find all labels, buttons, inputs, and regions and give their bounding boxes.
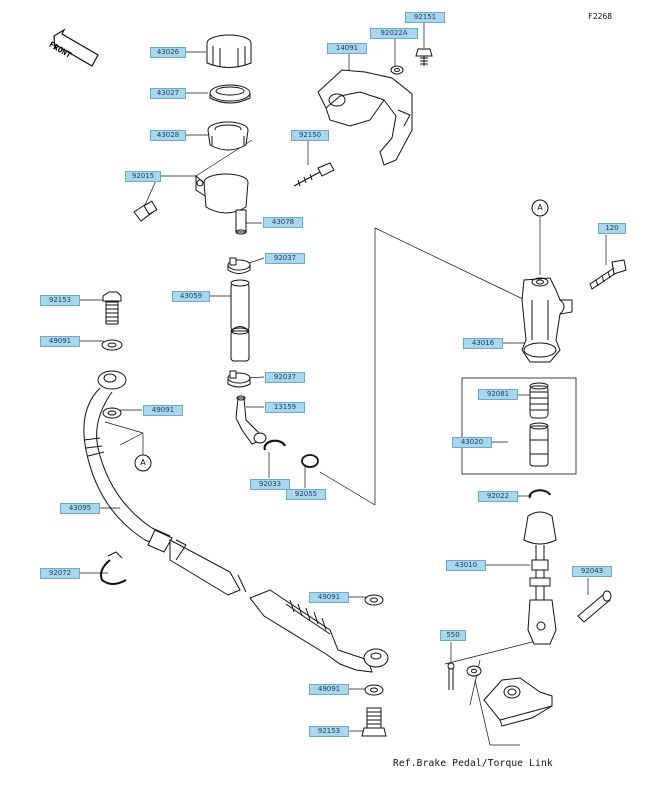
washer-49091-b-part <box>102 407 122 419</box>
part-label-49091-d[interactable]: 49091 <box>309 684 349 695</box>
part-label-43010[interactable]: 43010 <box>446 560 486 571</box>
part-label-92055[interactable]: 92055 <box>286 489 326 500</box>
push-rod-43010-part <box>523 511 557 645</box>
pin-92043-part <box>577 590 612 623</box>
diaphragm-plate-part <box>209 84 251 104</box>
washer-49091-d-part <box>364 684 384 696</box>
brake-pedal-link-part <box>483 677 553 727</box>
part-label-92153-upper[interactable]: 92153 <box>40 295 80 306</box>
part-label-92151[interactable]: 92151 <box>405 12 445 23</box>
banjo-bolt-92153-upper-part <box>102 291 122 325</box>
elbow-fitting-13159-part <box>235 395 267 445</box>
leader-lines <box>78 23 607 746</box>
bolt-92151-part <box>415 48 433 66</box>
brake-hose-43095-part <box>83 387 373 673</box>
bolt-92015-part <box>133 200 158 222</box>
part-label-43078[interactable]: 43078 <box>263 217 303 228</box>
part-label-49091-b[interactable]: 49091 <box>143 405 183 416</box>
part-label-550[interactable]: 550 <box>440 630 466 641</box>
part-label-49091-a[interactable]: 49091 <box>40 336 80 347</box>
cotter-pin-550-part <box>447 662 455 690</box>
part-label-43026[interactable]: 43026 <box>150 47 186 58</box>
part-label-43020[interactable]: 43020 <box>452 437 492 448</box>
hose-43059-part <box>230 279 250 362</box>
banjo-bolt-92153-lower-part <box>361 707 387 737</box>
spring-92081-part <box>529 382 549 419</box>
washer-small-part <box>466 665 482 677</box>
part-label-92037-lower[interactable]: 92037 <box>265 372 305 383</box>
part-label-92037-upper[interactable]: 92037 <box>265 253 305 264</box>
diaphragm-part <box>207 121 249 151</box>
clamp-92037-upper-part <box>227 257 251 274</box>
part-label-92022a[interactable]: 92022A <box>370 28 418 39</box>
part-label-43028[interactable]: 43028 <box>150 130 186 141</box>
callout-a-lower-icon <box>134 454 152 472</box>
master-cylinder-43016-part <box>521 277 573 363</box>
circlip-92033-part <box>263 439 287 451</box>
piston-43020-part <box>529 422 549 467</box>
reservoir-cap-part <box>206 34 252 68</box>
part-label-49091-c[interactable]: 49091 <box>309 592 349 603</box>
callout-a-upper-icon <box>531 199 549 217</box>
part-label-14091[interactable]: 14091 <box>327 43 367 54</box>
part-label-92081[interactable]: 92081 <box>478 389 518 400</box>
front-arrow-icon <box>53 28 99 67</box>
part-label-92072[interactable]: 92072 <box>40 568 80 579</box>
bolt-120-part <box>589 259 627 290</box>
part-label-43016[interactable]: 43016 <box>463 338 503 349</box>
part-label-92015[interactable]: 92015 <box>125 171 161 182</box>
callout-a-lower-label: A <box>140 458 146 467</box>
part-label-92033[interactable]: 92033 <box>250 479 290 490</box>
callout-a-upper-label: A <box>537 203 543 212</box>
bolt-92150-part <box>293 162 335 187</box>
part-label-43095[interactable]: 43095 <box>60 503 100 514</box>
clamp-92072-part <box>100 551 127 585</box>
reservoir-body-part <box>195 173 249 235</box>
diagram-code: F2268 <box>588 12 613 21</box>
part-label-120[interactable]: 120 <box>598 223 626 234</box>
circlip-92022-part <box>528 489 551 499</box>
part-label-43027[interactable]: 43027 <box>150 88 186 99</box>
banjo-fitting-lower-part <box>363 648 389 668</box>
part-label-13159[interactable]: 13159 <box>265 402 305 413</box>
washer-49091-c-part <box>364 594 384 606</box>
part-label-92043[interactable]: 92043 <box>572 566 612 577</box>
o-ring-92055-part <box>301 454 319 468</box>
banjo-fitting-upper-part <box>97 370 127 390</box>
guard-cover-14091-part <box>317 69 413 166</box>
clamp-92037-lower-part <box>227 370 251 388</box>
part-label-92150[interactable]: 92150 <box>291 130 329 141</box>
part-label-92153-lower[interactable]: 92153 <box>309 726 349 737</box>
reference-note: Ref.Brake Pedal/Torque Link <box>393 758 553 769</box>
washer-49091-a-part <box>101 339 123 351</box>
part-label-92022[interactable]: 92022 <box>478 491 518 502</box>
part-label-43059[interactable]: 43059 <box>172 291 210 302</box>
nut-92022a-part <box>390 65 404 75</box>
